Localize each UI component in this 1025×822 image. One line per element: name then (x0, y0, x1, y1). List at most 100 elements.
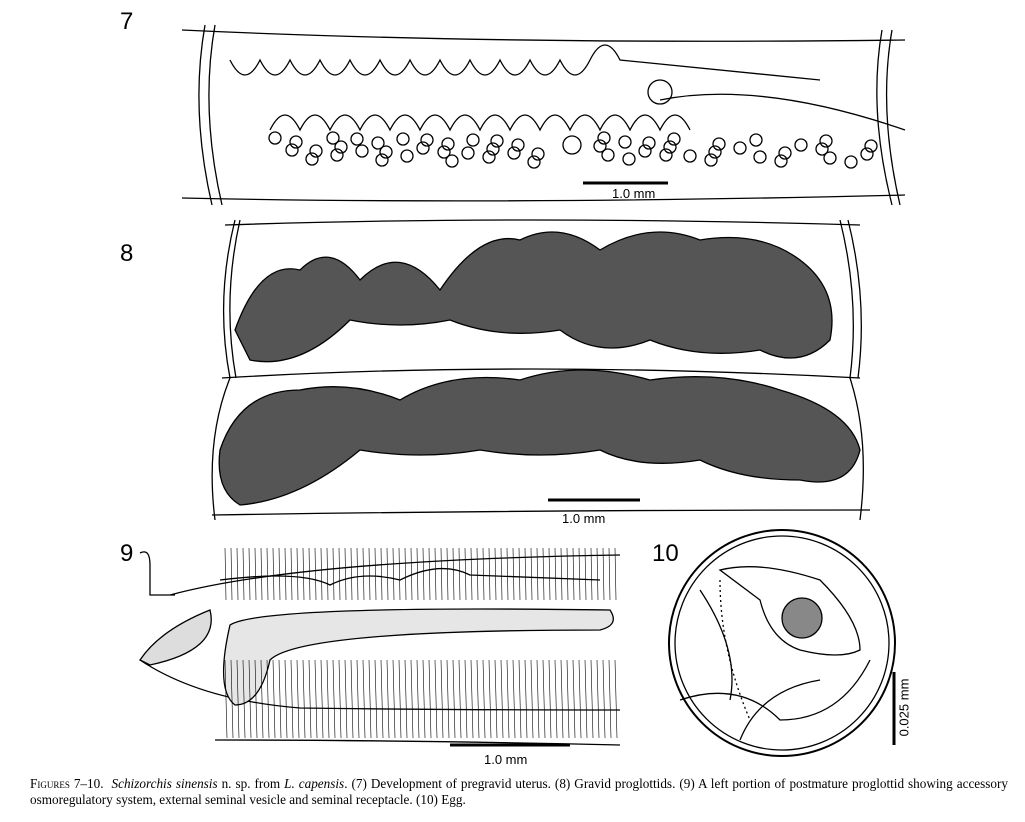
hatch-line (602, 659, 606, 739)
hatch-line (470, 547, 473, 601)
hatch-line (302, 547, 305, 601)
hatch-line (278, 547, 281, 601)
hatch-line (326, 659, 330, 739)
hatch-line (338, 547, 341, 601)
egg (618, 135, 632, 149)
hatch-line (356, 659, 360, 739)
hatch-line (248, 547, 251, 601)
fig10-label: 10 (652, 540, 679, 567)
hatch-line (422, 547, 425, 601)
hatch-line (542, 547, 545, 601)
hatch-line (500, 659, 504, 739)
egg (774, 154, 788, 168)
hatch-line (278, 659, 282, 739)
hatch-line (392, 659, 396, 739)
hatch-line (368, 547, 371, 601)
egg (441, 137, 455, 151)
hatch-line (614, 547, 617, 601)
egg (330, 148, 344, 162)
hatch-line (452, 547, 455, 601)
hatch-line (536, 547, 539, 601)
hatch-line (608, 547, 611, 601)
egg (371, 136, 385, 150)
hatch-line (512, 659, 516, 739)
hatch-line (524, 659, 528, 739)
hatch-line (362, 659, 366, 739)
fig8-gravid-proglottids-drawing (211, 219, 871, 521)
caption-host: L. capensis (284, 776, 345, 791)
fig9-proglottid-portion-drawing (139, 551, 621, 746)
fig8-scale-label: 1.0 mm (562, 511, 606, 526)
egg (309, 144, 323, 158)
egg (864, 139, 878, 153)
hatch-line (338, 659, 342, 739)
hatch-line (320, 547, 323, 601)
hatch-line (248, 659, 252, 739)
hatch-line (572, 547, 575, 601)
egg (482, 150, 496, 164)
hatch-line (494, 659, 498, 739)
caption-text-2: . (7) Development of pregravid uterus. (… (30, 776, 1008, 807)
hatch-line (494, 547, 497, 601)
egg (437, 145, 451, 159)
egg (445, 154, 459, 168)
hatch-line (380, 547, 383, 601)
fig7-label: 7 (120, 8, 134, 35)
hatch-line (524, 547, 527, 601)
hatch-line (458, 659, 462, 739)
hatch-line (530, 659, 534, 739)
hatch-line (476, 547, 479, 601)
hatch-line (506, 547, 509, 601)
hatch-line (560, 659, 564, 739)
hatch-line (572, 659, 576, 739)
hatch-line (314, 659, 318, 739)
hatch-line (410, 547, 413, 601)
egg (704, 153, 718, 167)
hatch-line (230, 547, 233, 601)
egg (712, 137, 726, 151)
hatch-line (380, 659, 384, 739)
egg (375, 153, 389, 167)
egg (527, 155, 541, 169)
hatch-line (554, 547, 557, 601)
hatch-line (548, 547, 551, 601)
hatch-line (326, 547, 329, 601)
hatch-line (350, 547, 353, 601)
hatch-line (536, 659, 540, 739)
hatch-line (590, 659, 594, 739)
hatch-line (272, 547, 275, 601)
hatch-line (224, 547, 227, 601)
hatch-line (254, 547, 257, 601)
hatch-line (266, 547, 269, 601)
egg (289, 135, 303, 149)
hatch-line (284, 659, 288, 739)
hatch-line (344, 659, 348, 739)
egg (305, 152, 319, 166)
hatch-line (440, 659, 444, 739)
hatch-line (260, 547, 263, 601)
fig7-eggs (268, 131, 878, 169)
hatch-line (530, 547, 533, 601)
hatch-line (428, 547, 431, 601)
egg (794, 138, 808, 152)
hatch-line (434, 659, 438, 739)
egg (326, 131, 340, 145)
hatch-line (548, 659, 552, 739)
egg (355, 144, 369, 158)
egg (659, 148, 673, 162)
hatch-line (374, 547, 377, 601)
hatch-line (398, 659, 402, 739)
egg (420, 133, 434, 147)
hatch-line (596, 547, 599, 601)
egg (507, 146, 521, 160)
egg (733, 141, 747, 155)
hatch-line (554, 659, 558, 739)
egg (597, 131, 611, 145)
egg (416, 141, 430, 155)
hatch-line (236, 547, 239, 601)
hatch-line (284, 547, 287, 601)
egg (622, 152, 636, 166)
egg (396, 132, 410, 146)
hatch-line (608, 659, 612, 739)
